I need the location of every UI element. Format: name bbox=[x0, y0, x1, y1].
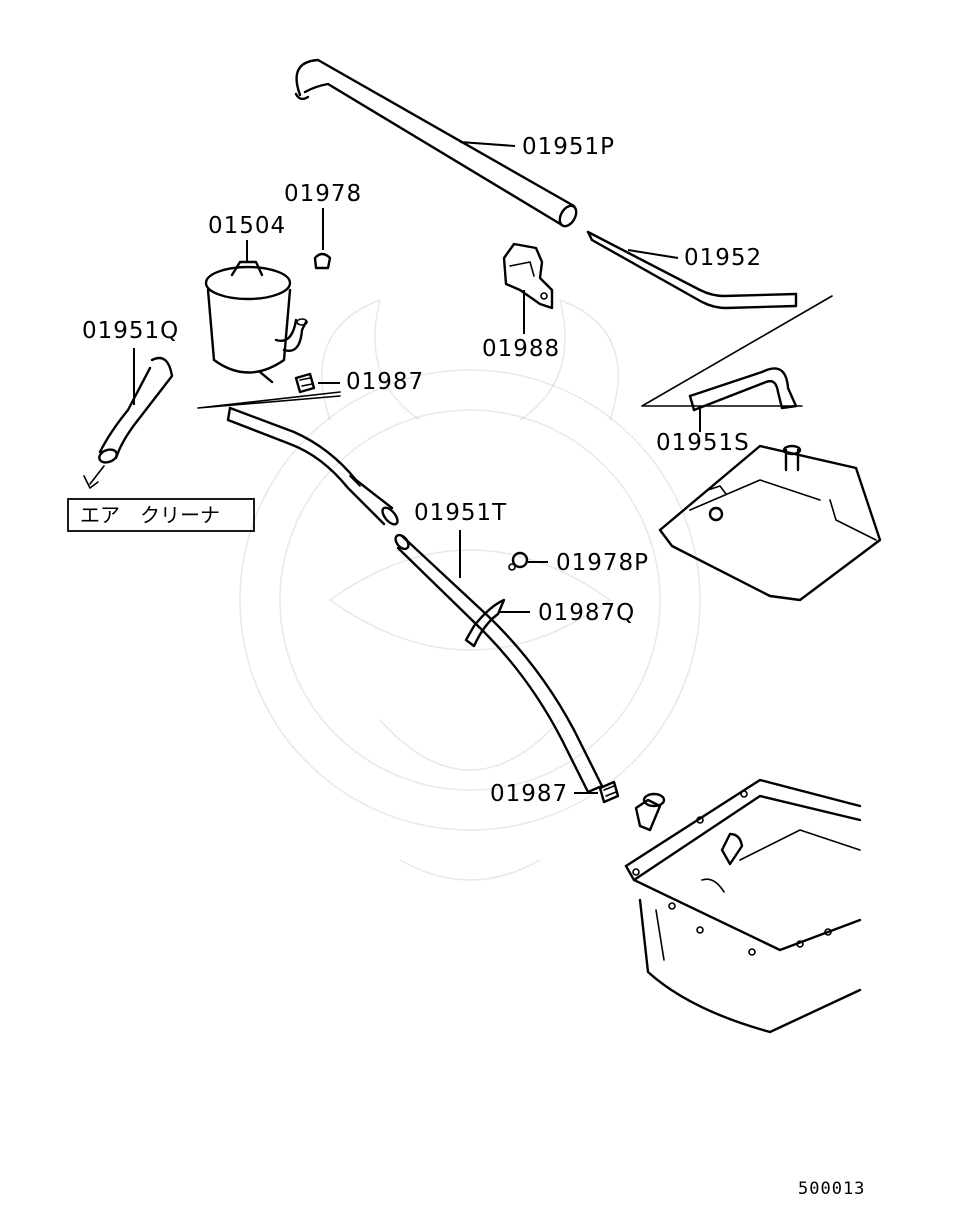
pipe-01952 bbox=[586, 230, 798, 310]
hose-01951Q bbox=[98, 356, 174, 464]
label-01952: 01952 bbox=[684, 245, 762, 271]
label-01951P: 01951P bbox=[522, 134, 615, 160]
label-01951Q: 01951Q bbox=[82, 318, 179, 344]
leader-01952 bbox=[627, 249, 679, 259]
label-01988: 01988 bbox=[482, 336, 560, 362]
engine-block bbox=[624, 778, 862, 1034]
air-cleaner-arrow bbox=[83, 465, 105, 489]
leader-01951P bbox=[459, 141, 516, 147]
reference-lines bbox=[197, 295, 833, 409]
hose-01951S bbox=[688, 367, 798, 412]
grommet-01978 bbox=[313, 252, 332, 270]
hose-01951T bbox=[226, 406, 604, 794]
label-01504: 01504 bbox=[208, 213, 286, 239]
watermark-emblem bbox=[239, 298, 701, 881]
label-01987-top: 01987 bbox=[346, 369, 424, 395]
air-cleaner-label: エア クリーナ bbox=[80, 503, 220, 527]
label-01987-bottom: 01987 bbox=[490, 781, 568, 807]
bracket-01988 bbox=[502, 242, 554, 310]
grommet-01978P bbox=[508, 551, 529, 571]
label-01951T: 01951T bbox=[414, 500, 507, 526]
clip-01987Q bbox=[464, 598, 506, 648]
label-01951S: 01951S bbox=[656, 430, 750, 456]
label-01978: 01978 bbox=[284, 181, 362, 207]
canister-01504 bbox=[204, 260, 308, 384]
label-01978P: 01978P bbox=[556, 550, 649, 576]
clamp-01987-top bbox=[294, 372, 316, 394]
clamp-01987-bottom bbox=[598, 780, 620, 804]
air-cleaner-box bbox=[67, 498, 255, 532]
valve-cover bbox=[658, 444, 882, 602]
label-01987Q: 01987Q bbox=[538, 600, 635, 626]
hose-01951P bbox=[294, 58, 578, 228]
figure-number: 500013 bbox=[798, 1179, 865, 1199]
